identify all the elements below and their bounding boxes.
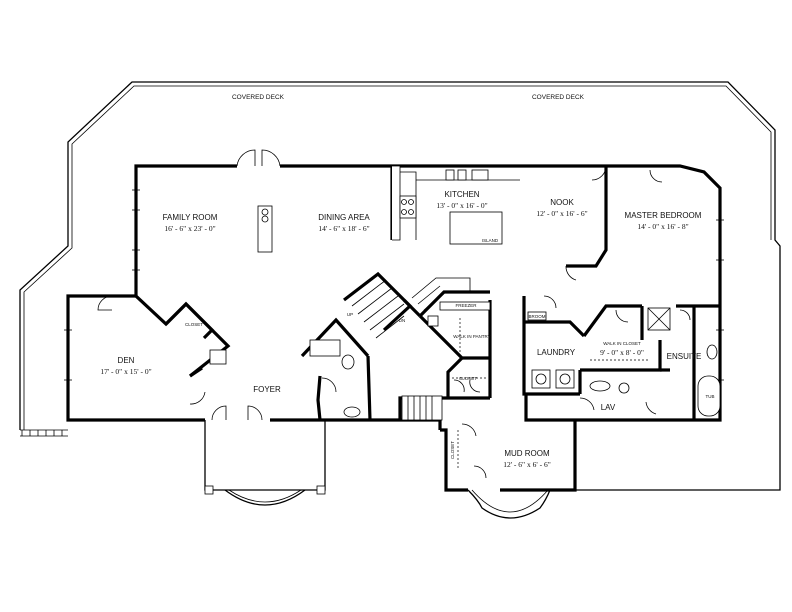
family-room-dims: 16' - 6" x 23' - 0" bbox=[164, 224, 215, 233]
family-room-name: FAMILY ROOM bbox=[163, 213, 218, 222]
washer bbox=[531, 369, 551, 389]
island-label: ISLAND bbox=[482, 238, 499, 243]
ensuite-name: ENSUITE bbox=[667, 352, 702, 361]
interior-walls bbox=[164, 271, 720, 422]
den-closet-label: CLOSET bbox=[185, 322, 203, 327]
kitchen-dims: 13' - 0" x 16' - 0" bbox=[436, 201, 487, 210]
mud-closet-label: CLOSET bbox=[450, 441, 455, 459]
dining-area-name: DINING AREA bbox=[318, 213, 370, 222]
bath-fixtures bbox=[309, 339, 721, 418]
stair-down-label: DN bbox=[399, 318, 406, 323]
laundry-name: LAUNDRY bbox=[537, 348, 576, 357]
broom-label: BROOM bbox=[528, 314, 545, 319]
den-dims: 17' - 0" x 15' - 0" bbox=[100, 367, 151, 376]
covered-deck-label-left: COVERED DECK bbox=[232, 94, 285, 101]
walk-in-closet-dims: 9' - 0" x 8' - 0" bbox=[600, 348, 644, 357]
mud-room-dims: 12' - 6" x 6' - 6" bbox=[503, 460, 551, 469]
covered-deck-label-right: COVERED DECK bbox=[532, 94, 585, 101]
nook-dims: 12' - 0" x 16' - 6" bbox=[536, 209, 587, 218]
master-bedroom-name: MASTER BEDROOM bbox=[625, 211, 702, 220]
kitchen-counters bbox=[257, 165, 520, 253]
dining-area-dims: 14' - 6" x 18' - 6" bbox=[318, 224, 369, 233]
covered-deck-outline bbox=[19, 81, 781, 491]
front-porch bbox=[204, 420, 326, 506]
kitchen-island bbox=[449, 211, 503, 245]
mud-room-name: MUD ROOM bbox=[504, 449, 550, 458]
pantry-fixtures bbox=[209, 301, 671, 470]
nook-name: NOOK bbox=[550, 198, 574, 207]
master-bedroom-dims: 14' - 0" x 16' - 8" bbox=[637, 222, 688, 231]
vanity-foyer bbox=[309, 339, 341, 357]
foyer-name: FOYER bbox=[253, 385, 281, 394]
tub-label: TUB bbox=[706, 394, 715, 399]
closet-label: CLOSET bbox=[459, 376, 477, 381]
den-name: DEN bbox=[118, 356, 135, 365]
tub bbox=[697, 375, 721, 417]
window-marks bbox=[64, 189, 724, 381]
kitchen-name: KITCHEN bbox=[444, 190, 479, 199]
rear-entry bbox=[467, 489, 551, 519]
doors bbox=[97, 149, 691, 479]
lav-name: LAV bbox=[601, 403, 616, 412]
family-room-hearth bbox=[257, 205, 273, 253]
freezer-label: FREEZER bbox=[455, 303, 477, 308]
stairs bbox=[351, 277, 471, 421]
pantry-label: WALK IN PANTRY bbox=[453, 334, 490, 339]
stair-up-label: UP bbox=[347, 312, 353, 317]
walk-in-closet-name: WALK IN CLOSET bbox=[603, 341, 641, 346]
dryer bbox=[555, 369, 575, 389]
